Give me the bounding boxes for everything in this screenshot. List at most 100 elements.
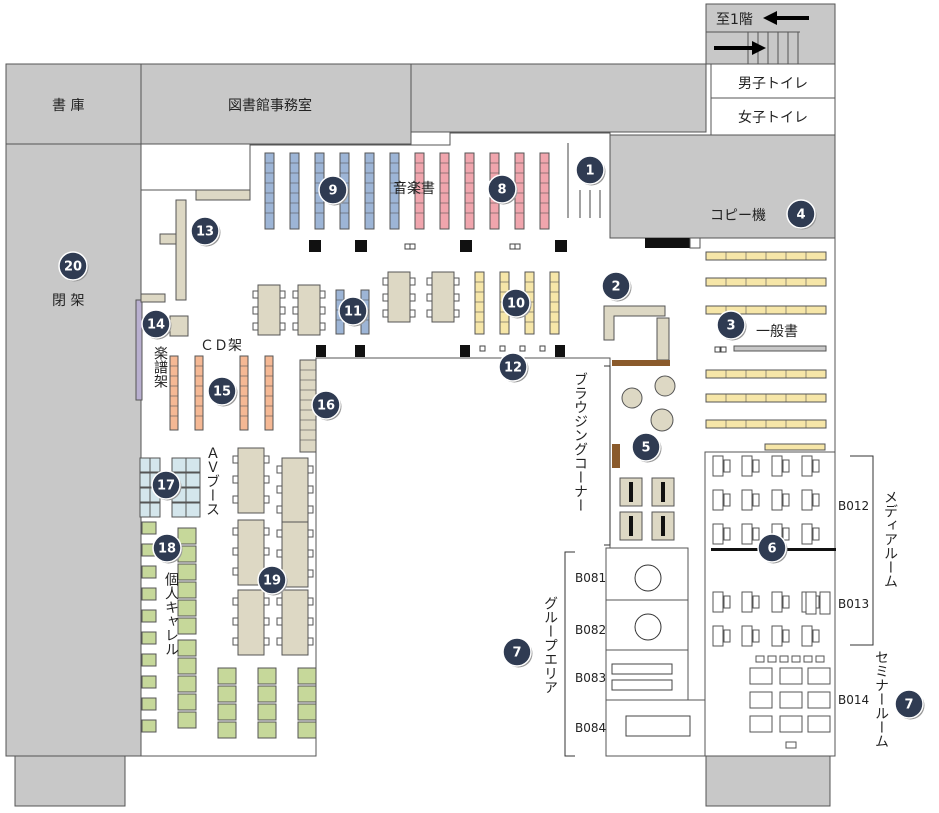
marker-number: 6 [767, 542, 776, 557]
carrel [141, 719, 157, 733]
marker-badge-5[interactable]: 5 [631, 432, 662, 463]
av-booth [185, 472, 201, 488]
shelf-blue [264, 152, 275, 230]
carrel [177, 711, 197, 729]
marker-badge-12[interactable]: 12 [498, 352, 529, 383]
code-b081: B081 [575, 571, 606, 585]
carrel [177, 675, 197, 693]
marker-badge-7[interactable]: 7 [894, 689, 925, 720]
label-media-room: メディアルーム [882, 490, 898, 588]
shelf-blue [364, 152, 375, 230]
av-booth [185, 487, 201, 503]
marker-badge-17[interactable]: 17 [151, 470, 182, 501]
womens-toilet[interactable] [710, 97, 836, 136]
marker-badge-14[interactable]: 14 [141, 309, 172, 340]
marker-badge-1[interactable]: 1 [575, 155, 606, 186]
marker-badge-11[interactable]: 11 [338, 296, 369, 327]
marker-badge-16[interactable]: 16 [311, 390, 342, 421]
reading-table [387, 271, 411, 323]
carrel [257, 685, 277, 703]
reading-table [237, 447, 265, 514]
carrel [177, 527, 197, 545]
browsing-bracket [604, 365, 611, 546]
carrel [297, 685, 317, 703]
area-13-furniture [140, 189, 251, 337]
label-music-books: 音楽書 [393, 180, 435, 197]
av-booth [139, 487, 151, 503]
group-round-tables [634, 564, 662, 641]
marker-badge-10[interactable]: 10 [501, 288, 532, 319]
copy-machine[interactable] [689, 237, 701, 249]
carrel [217, 685, 237, 703]
av-booth [185, 457, 201, 473]
reading-table [237, 589, 265, 656]
label-carrel: 個人キャレル [163, 572, 179, 656]
marker-number: 17 [157, 479, 175, 494]
av-booth [139, 457, 151, 473]
group-desks [611, 663, 691, 737]
av-booth [185, 502, 201, 518]
small-markers [404, 243, 727, 353]
marker-number: 10 [507, 297, 525, 312]
carrel [141, 631, 157, 645]
marker-number: 7 [904, 698, 913, 713]
stack-room[interactable] [5, 63, 142, 145]
shelf-orange [264, 355, 274, 431]
label-group-area: グループエリア [542, 596, 558, 694]
marker-badge-19[interactable]: 19 [257, 565, 288, 596]
carrel [141, 697, 157, 711]
label-office: 図書館事務室 [228, 97, 312, 114]
carrel [177, 639, 197, 657]
marker-badge-13[interactable]: 13 [190, 216, 221, 247]
browsing-counter [612, 360, 670, 366]
marker-number: 20 [64, 260, 82, 275]
group-bracket [564, 551, 575, 757]
marker-number: 11 [344, 305, 362, 320]
carrel [177, 599, 197, 617]
marker-number: 9 [328, 184, 337, 199]
code-b084: B084 [575, 721, 606, 735]
reading-table [431, 271, 455, 323]
shelf-blue [389, 152, 400, 230]
walls [5, 3, 836, 807]
stairs[interactable] [705, 3, 836, 65]
cd-shelves [135, 299, 274, 431]
marker-badge-8[interactable]: 8 [487, 174, 518, 205]
marker-badge-9[interactable]: 9 [318, 175, 349, 206]
marker-badge-3[interactable]: 3 [716, 310, 747, 341]
shelf-pink [414, 152, 425, 230]
score-shelf [135, 299, 143, 401]
reading-table [281, 589, 309, 656]
marker-number: 18 [158, 542, 176, 557]
shelf-yellow [474, 271, 485, 335]
marker-number: 16 [317, 399, 335, 414]
code-b012: B012 [838, 499, 869, 513]
marker-badge-20[interactable]: 20 [58, 251, 89, 282]
av-booth [149, 502, 161, 518]
carrel [141, 587, 157, 601]
reading-tables [232, 271, 460, 656]
carrel [217, 667, 237, 685]
room-b083[interactable] [605, 649, 689, 701]
marker-badge-15[interactable]: 15 [207, 376, 238, 407]
office-room[interactable] [140, 63, 412, 145]
marker-badge-7[interactable]: 7 [502, 637, 533, 668]
av-booth [139, 472, 151, 488]
label-stack: 書 庫 [52, 97, 84, 114]
carrel [177, 617, 197, 635]
label-score-shelf: 楽譜架 [152, 346, 168, 388]
marker-badge-18[interactable]: 18 [152, 533, 183, 564]
closed-stacks-room[interactable] [5, 143, 142, 757]
shelf-orange [169, 355, 179, 431]
labels: 書 庫 図書館事務室 閉 架 至1階 男子トイレ 女子トイレ コピー機 一般書 … [52, 12, 898, 748]
marker-badge-4[interactable]: 4 [786, 199, 817, 230]
marker-badge-6[interactable]: 6 [757, 533, 788, 564]
marker-badge-2[interactable]: 2 [601, 271, 632, 302]
label-cd-shelf: ＣＤ架 [200, 338, 242, 354]
area-2-desk [603, 305, 670, 361]
marker-number: 5 [641, 441, 650, 456]
label-copy: コピー機 [710, 208, 766, 224]
code-b013: B013 [838, 597, 869, 611]
